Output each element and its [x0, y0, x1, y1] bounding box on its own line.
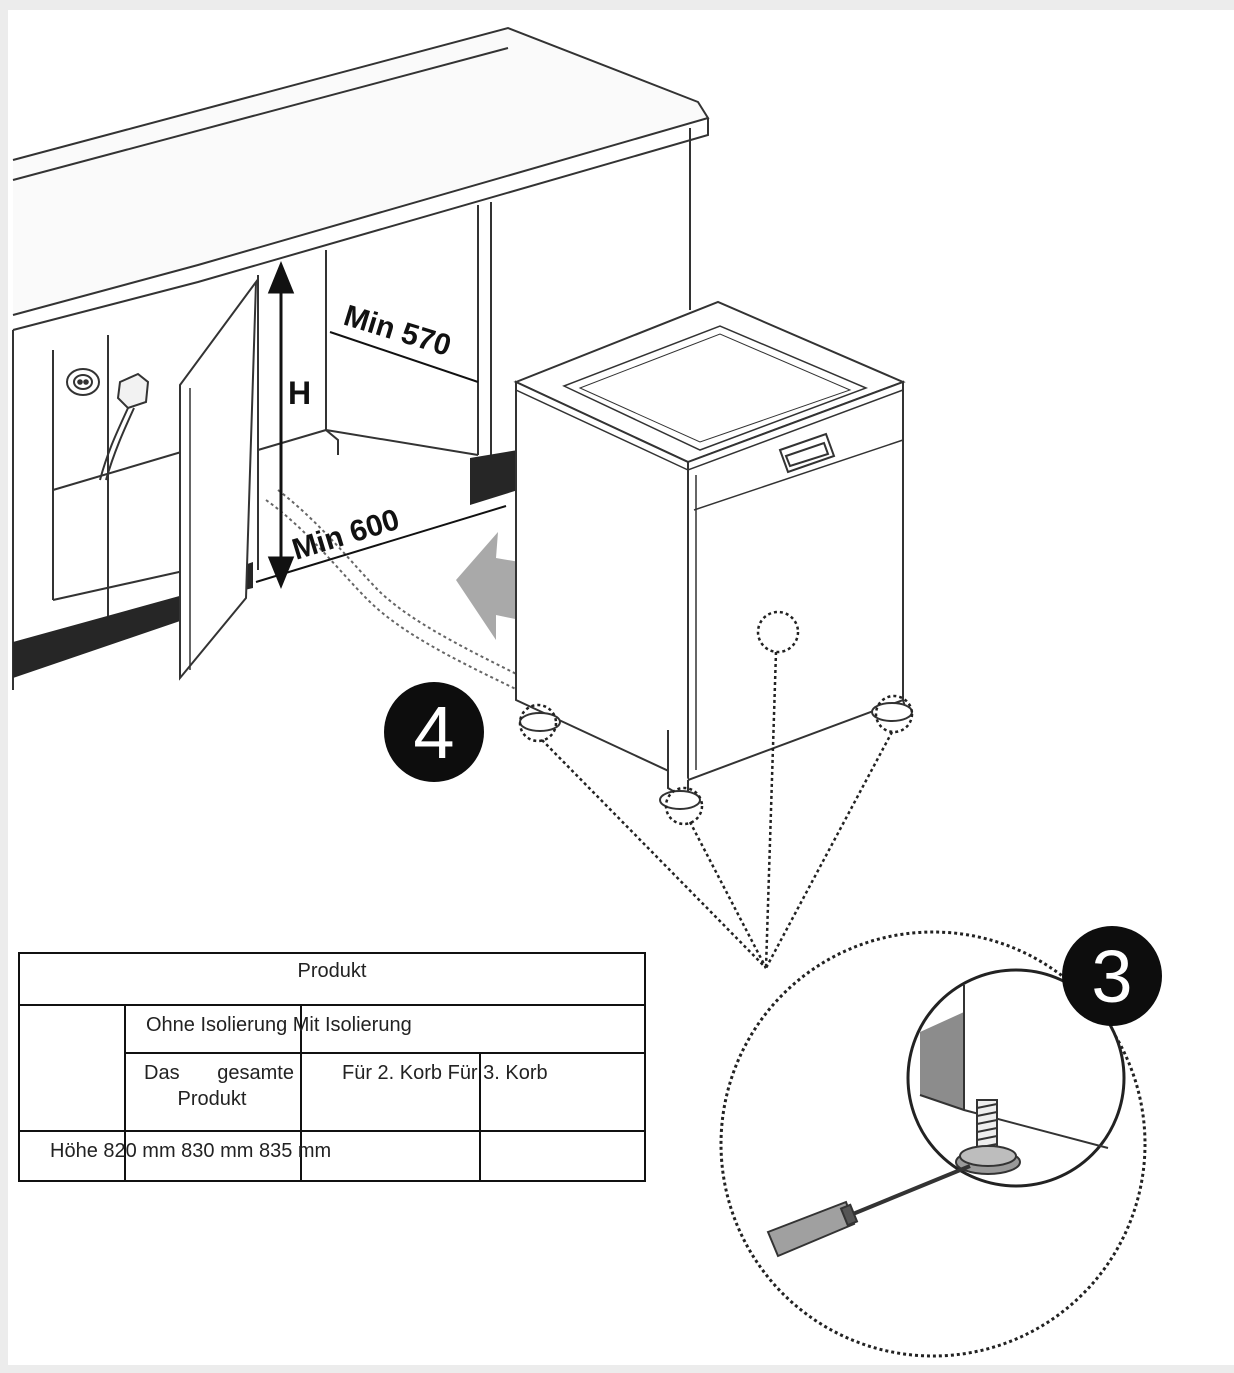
width-label: Min 600 [288, 503, 403, 567]
table-basket-header: Für 2. Korb Für 3. Korb [342, 1062, 548, 1084]
screwdriver-icon [766, 1164, 971, 1258]
table-insulation-header: Ohne Isolierung Mit Isolierung [146, 1014, 412, 1036]
table-height-row: Höhe 820 mm 830 mm 835 mm [50, 1140, 332, 1162]
table-whole-product-header-line2: Produkt [177, 1088, 247, 1110]
table-whole-product-header: Das gesamte [144, 1062, 294, 1084]
door-handle-icon [778, 432, 836, 474]
step-3-badge [1062, 926, 1162, 1026]
dishwasher [513, 300, 907, 802]
plug-icon [99, 372, 150, 481]
cabinet-door [179, 278, 258, 681]
page: H Min 570 Min 600 [8, 10, 1234, 1365]
table-rule [20, 1004, 644, 1006]
table-rule [124, 1004, 126, 1180]
table-rule [300, 1004, 302, 1180]
depth-dimension-line [329, 331, 479, 383]
table-rule [479, 1052, 481, 1180]
dishwasher-feet [519, 702, 913, 810]
height-dimension-arrow [267, 261, 295, 589]
table-title: Produkt [297, 960, 367, 982]
step-3-number: 3 [1091, 935, 1132, 1018]
countertop [12, 26, 710, 331]
cabinet-plinth-right [470, 450, 518, 505]
zoom-detail [719, 930, 1147, 1358]
step-4-number: 4 [413, 691, 454, 774]
kitchen-cabinet [12, 128, 691, 690]
height-spec-table: Produkt Ohne Isolierung Mit Isolierung D… [18, 952, 646, 1182]
table-rule [124, 1052, 644, 1054]
width-dimension-line [255, 505, 507, 583]
foot-callout-markers [518, 610, 914, 826]
table-rule [20, 1130, 644, 1132]
floor-hose [265, 489, 541, 701]
adjustable-foot-screw-icon [955, 1099, 1021, 1175]
depth-label: Min 570 [340, 299, 455, 363]
socket-icon [66, 368, 100, 396]
cabinet-plinth [13, 595, 183, 678]
step-4-badge [384, 682, 484, 782]
installation-diagram: H Min 570 Min 600 [12, 26, 1162, 1358]
callout-leader-lines [541, 651, 894, 969]
height-label: H [288, 375, 311, 411]
